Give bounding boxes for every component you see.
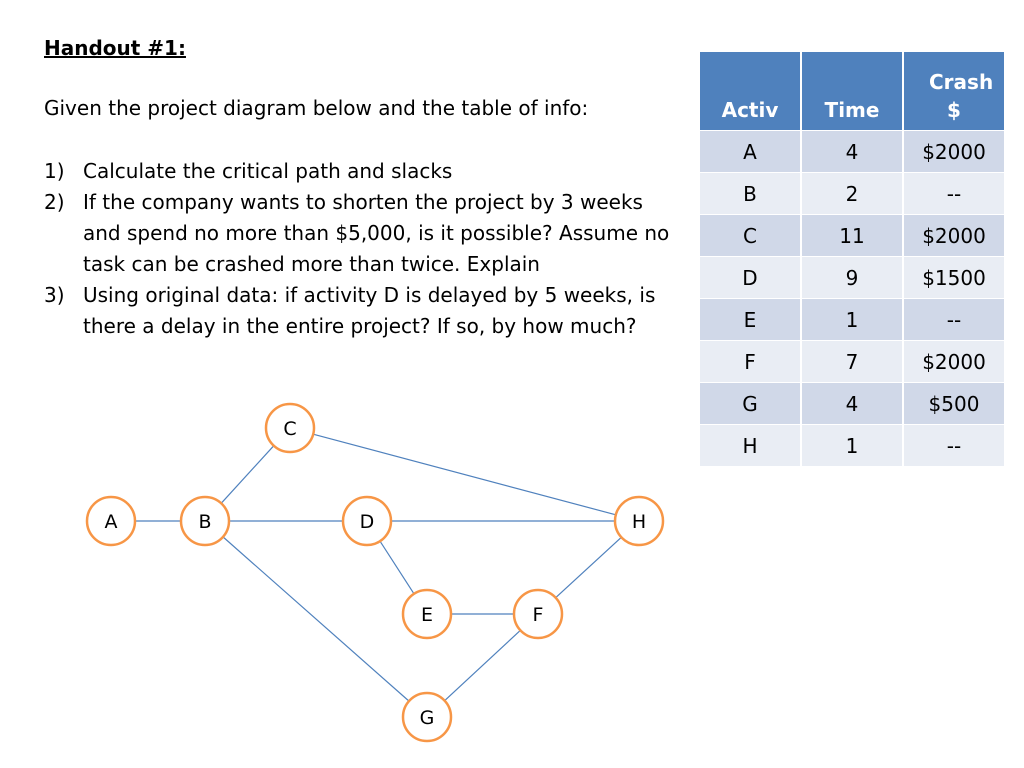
cell-crash: $2000 [903, 340, 1004, 383]
node-label: H [632, 511, 646, 533]
node-H: H [613, 495, 665, 547]
question-number: 1) [44, 159, 65, 183]
cell-crash: -- [903, 172, 1004, 215]
node-circle [85, 495, 137, 547]
cell-crash: $1500 [903, 256, 1004, 299]
node-circle [179, 495, 231, 547]
cell-time: 11 [801, 214, 904, 257]
edge-C-H [313, 433, 616, 516]
question-number: 3) [44, 283, 65, 307]
question-number: 2) [44, 190, 65, 214]
question-text: Calculate the critical path and slacks [83, 159, 453, 183]
cell-crash: -- [903, 424, 1004, 466]
node-circle [512, 588, 564, 640]
node-circle [401, 588, 453, 640]
node-C: C [264, 402, 316, 454]
node-circle [401, 691, 453, 743]
node-A: A [85, 495, 137, 547]
node-circle [264, 402, 316, 454]
node-label: D [360, 511, 375, 533]
node-F: F [512, 588, 564, 640]
question-text: Using original data: if activity D is de… [83, 283, 656, 338]
question-list: 1) Calculate the critical path and slacks… [44, 156, 684, 342]
cell-crash: $2000 [903, 130, 1004, 173]
node-E: E [401, 588, 453, 640]
edge-F-H [555, 536, 622, 599]
cell-activity: A [700, 130, 802, 173]
cell-crash: $2000 [903, 214, 1004, 257]
cell-time: 1 [801, 298, 904, 341]
node-D: D [341, 495, 393, 547]
handout-title: Handout #1: [44, 36, 186, 60]
question-text: If the company wants to shorten the proj… [83, 190, 670, 276]
node-label: C [283, 418, 296, 440]
header-crash: Crash $ [903, 52, 1004, 131]
edge-G-F [444, 629, 521, 702]
cell-time: 4 [801, 130, 904, 173]
intro-text: Given the project diagram below and the … [44, 96, 589, 120]
cell-time: 2 [801, 172, 904, 215]
cell-crash: -- [903, 298, 1004, 341]
cell-time: 9 [801, 256, 904, 299]
cell-time: 7 [801, 340, 904, 383]
cell-activity: H [700, 424, 802, 466]
cell-activity: B [700, 172, 802, 215]
node-label: A [105, 511, 118, 533]
cell-crash: $500 [903, 382, 1004, 425]
cell-activity: F [700, 340, 802, 383]
node-circle [341, 495, 393, 547]
cell-time: 1 [801, 424, 904, 466]
node-G: G [401, 691, 453, 743]
edge-B-C [220, 445, 275, 504]
cell-activity: D [700, 256, 802, 299]
header-time: Time [801, 52, 904, 131]
node-label: E [421, 604, 433, 626]
cell-activity: E [700, 298, 802, 341]
question-item: 2) If the company wants to shorten the pr… [44, 187, 684, 280]
header-activ: Activ [700, 52, 802, 131]
question-item: 1) Calculate the critical path and slacks [44, 156, 684, 187]
node-label: B [198, 511, 211, 533]
cell-time: 4 [801, 382, 904, 425]
edge-B-G [222, 536, 410, 702]
question-item: 3) Using original data: if activity D is … [44, 280, 684, 342]
cell-activity: G [700, 382, 802, 425]
edge-D-E [379, 540, 415, 595]
table-header-row: Activ Time Crash $ [700, 52, 1004, 131]
node-B: B [179, 495, 231, 547]
cell-activity: C [700, 214, 802, 257]
node-circle [613, 495, 665, 547]
node-label: F [533, 604, 544, 626]
node-label: G [420, 707, 435, 729]
